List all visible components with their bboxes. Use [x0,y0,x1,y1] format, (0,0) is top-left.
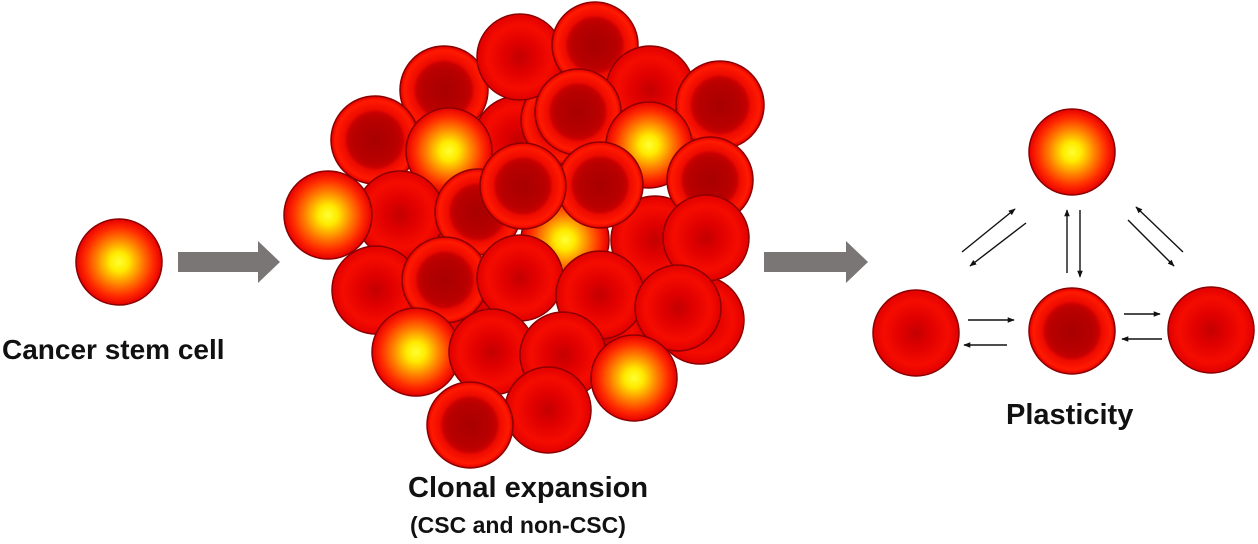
interconversion-arrows [961,206,1184,348]
clonal-expansion-sublabel: (CSC and non-CSC) [410,512,626,538]
double-arrow-icon [963,317,1015,348]
plasticity-plain-cell-right [1167,286,1255,374]
clonal-expansion-label: Clonal expansion [408,472,649,504]
non-stem-cancer-cell [634,264,722,352]
single-cancer-stem-cell [75,218,163,306]
plasticity-stem-cell [1028,108,1116,196]
right-arrow-icon [764,241,868,283]
intermediate-cancer-cell [556,141,644,229]
double-arrow-icon [1064,209,1083,278]
process-arrow-1 [178,241,280,283]
plasticity-group [872,108,1255,377]
process-arrow-2 [764,241,868,283]
plasticity-plain-cell-left [872,289,960,377]
non-stem-cancer-cell [476,234,564,322]
plasticity-label: Plasticity [1006,399,1134,431]
non-stem-cancer-cell [504,366,592,454]
plasticity-dark-cell-center [1028,287,1116,375]
double-arrow-icon [961,208,1027,267]
double-arrow-icon [1127,206,1184,267]
double-arrow-icon [1121,311,1162,342]
right-arrow-icon [178,241,280,283]
cancer-stem-cell [371,307,461,397]
tumor-cluster [283,1,765,469]
cancer-stem-cell [590,334,678,422]
cancer-stem-cell [283,170,373,260]
intermediate-cancer-cell [479,142,567,230]
cancer-stem-cell-label: Cancer stem cell [2,334,225,365]
intermediate-cancer-cell [426,381,514,469]
